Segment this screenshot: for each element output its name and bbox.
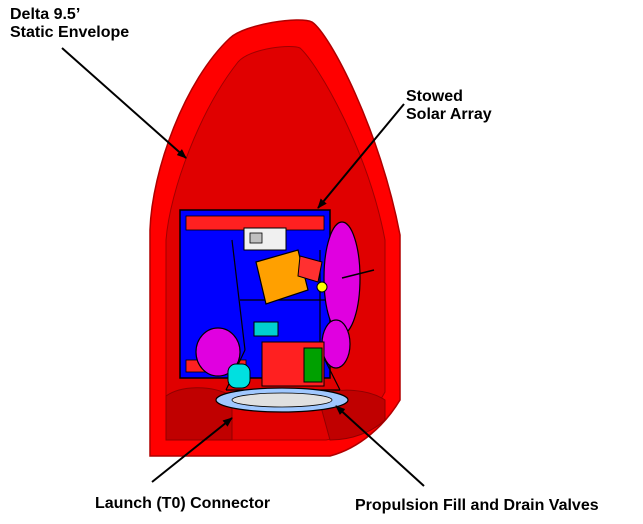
separation-ring-inner: [231, 392, 333, 408]
label-envelope: Delta 9.5’ Static Envelope: [10, 6, 130, 41]
propellant-tank-right: [321, 319, 351, 369]
propellant-tank-left: [195, 327, 241, 377]
cyan-tank: [227, 363, 251, 389]
arrow-propulsion-valves: [335, 405, 425, 487]
arrow-envelope: [61, 47, 187, 159]
dish-antenna-feed: [341, 269, 375, 279]
label-propulsion-valves: Propulsion Fill and Drain Valves: [355, 497, 599, 514]
cyan-component: [253, 321, 279, 337]
upper-red-bracket: [297, 255, 323, 283]
green-panel: [303, 347, 323, 383]
label-launch-connector: Launch (T0) Connector: [95, 495, 271, 512]
arrow-launch-connector: [151, 417, 233, 483]
electronics-box: [255, 249, 309, 305]
valve-marker: [316, 281, 328, 293]
instrument-detail: [249, 232, 263, 244]
arrow-solar-array: [317, 103, 405, 209]
label-solar-array: Stowed Solar Array: [406, 88, 492, 123]
